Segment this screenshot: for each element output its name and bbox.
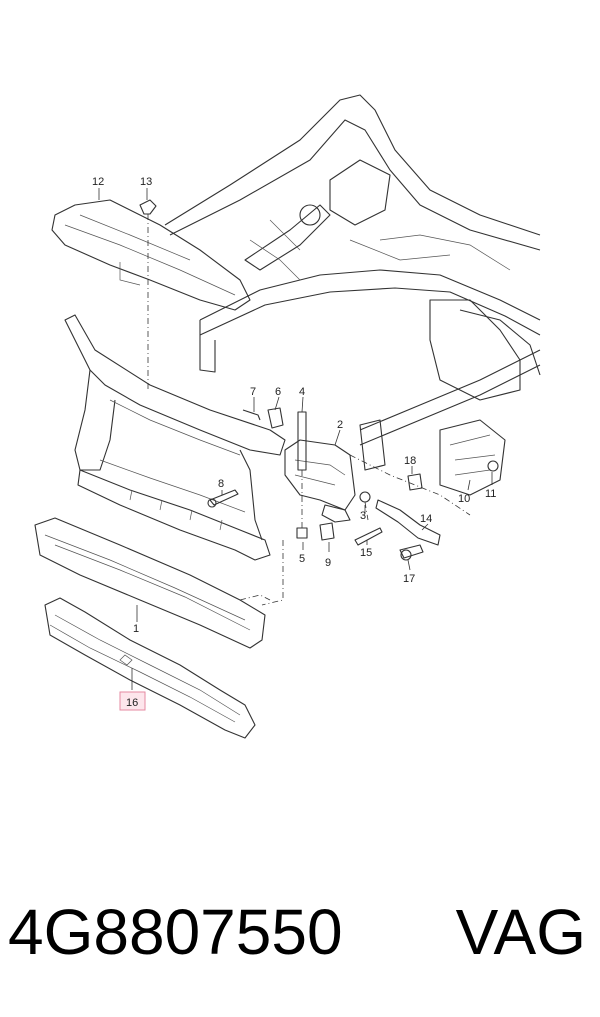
callout-9: 9 <box>325 557 331 569</box>
callout-10: 10 <box>458 493 470 505</box>
leader-lines <box>98 188 493 690</box>
part-number: 4G8807550 <box>8 896 343 968</box>
lock-carrier-frame <box>64 314 286 561</box>
callout-16-highlight <box>119 691 146 711</box>
callout-16: 16 <box>126 697 138 709</box>
callout-14: 14 <box>420 513 432 525</box>
car-body-structure <box>164 94 541 496</box>
callout-17: 17 <box>403 573 415 585</box>
callout-7: 7 <box>250 386 256 398</box>
callout-3: 3 <box>360 510 366 522</box>
callout-1: 1 <box>133 623 139 635</box>
callout-5: 5 <box>299 553 305 565</box>
callout-8: 8 <box>218 478 224 490</box>
callout-labels: 12 13 7 6 4 2 8 18 10 11 3 14 5 9 15 17 … <box>92 176 496 711</box>
callout-18: 18 <box>404 455 416 467</box>
part-12-air-guide <box>51 199 251 311</box>
latch-bracket-assembly <box>207 407 499 606</box>
callout-4: 4 <box>299 386 305 398</box>
callout-12: 12 <box>92 176 104 188</box>
callout-13: 13 <box>140 176 152 188</box>
part-1-crossmember <box>34 517 271 649</box>
callout-2: 2 <box>337 419 343 431</box>
caption-row: 4G8807550 VAG <box>0 890 600 980</box>
exploded-parts-diagram: 12 13 7 6 4 2 8 18 10 11 3 14 5 9 15 17 … <box>34 94 541 739</box>
part-13-clip <box>139 199 157 390</box>
callout-11: 11 <box>485 488 496 500</box>
part-16-energy-absorber <box>44 597 256 739</box>
callout-15: 15 <box>360 547 372 559</box>
brand-name: VAG <box>455 896 586 968</box>
callout-6: 6 <box>275 386 281 398</box>
